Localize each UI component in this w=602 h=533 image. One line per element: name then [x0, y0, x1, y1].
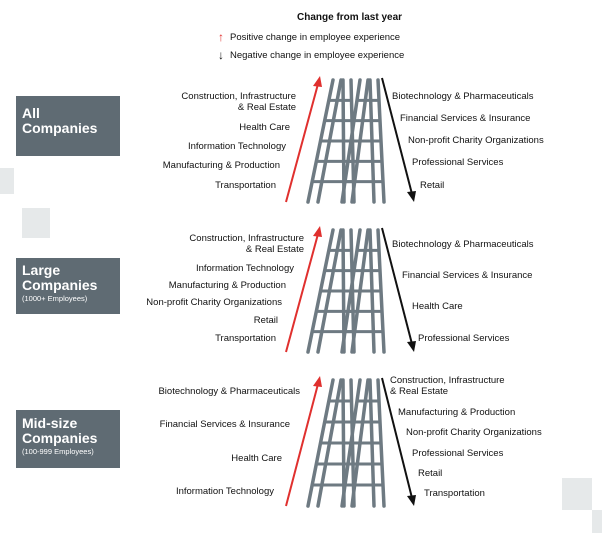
negative-label: Non-profit Charity Organizations: [408, 135, 544, 146]
category-title: All Companies: [22, 105, 98, 136]
negative-label: Manufacturing & Production: [398, 407, 516, 418]
arrow-down-icon: [407, 191, 416, 202]
arrow-up-icon: [313, 76, 322, 87]
positive-label: Financial Services & Insurance: [159, 419, 290, 430]
decor-square: [22, 208, 50, 238]
positive-label: Information Technology: [175, 486, 274, 497]
negative-label: Transportation: [424, 488, 485, 499]
arrow-down-icon: ↓: [218, 48, 224, 62]
positive-label: Transportation: [215, 333, 276, 344]
positive-label: Construction, Infrastructure & Real Esta…: [181, 91, 296, 113]
negative-label: Professional Services: [412, 448, 504, 459]
negative-label: Financial Services & Insurance: [400, 113, 531, 124]
negative-label: Professional Services: [418, 333, 510, 344]
negative-label: Non-profit Charity Organizations: [406, 427, 542, 438]
category-subtitle: (100-999 Employees): [22, 447, 94, 456]
negative-label: Health Care: [412, 301, 463, 312]
decor-square: [0, 168, 14, 194]
category-box-midsize: Mid-size Companies (100-999 Employees): [16, 410, 120, 468]
category-title: Large Companies: [22, 262, 98, 293]
legend-negative-label: Negative change in employee experience: [230, 49, 405, 61]
arrow-up-icon: [313, 226, 322, 237]
negative-label: Professional Services: [412, 157, 504, 168]
positive-label: Health Care: [231, 453, 282, 464]
category-box-large: Large Companies (1000+ Employees): [16, 258, 120, 314]
positive-label: Health Care: [239, 122, 290, 133]
positive-label: Biotechnology & Pharmaceuticals: [158, 386, 300, 397]
arrow-up-icon: ↑: [218, 30, 224, 44]
positive-label: Manufacturing & Production: [162, 160, 280, 171]
legend-positive: ↑ Positive change in employee experience: [212, 30, 400, 44]
negative-label: Construction, Infrastructure & Real Esta…: [390, 375, 505, 397]
category-subtitle: (1000+ Employees): [22, 294, 88, 303]
negative-label: Retail: [420, 180, 445, 191]
negative-arrow-shaft: [381, 377, 413, 499]
decor-square: [562, 478, 592, 510]
arrow-down-icon: [407, 341, 416, 352]
positive-arrow-shaft: [285, 383, 319, 507]
legend-negative: ↓ Negative change in employee experience: [212, 48, 404, 62]
positive-label: Construction, Infrastructure & Real Esta…: [189, 233, 304, 255]
negative-label: Retail: [418, 468, 443, 479]
positive-label: Information Technology: [195, 263, 294, 274]
category-title: Mid-size Companies: [22, 415, 98, 446]
positive-label: Retail: [253, 315, 278, 326]
legend-title: Change from last year: [297, 12, 403, 23]
positive-arrow-shaft: [285, 233, 319, 353]
positive-label: Transportation: [215, 180, 276, 191]
arrow-up-icon: [313, 376, 322, 387]
category-box-all: All Companies: [16, 96, 120, 156]
legend-positive-label: Positive change in employee experience: [230, 31, 401, 43]
arrow-down-icon: [407, 495, 416, 506]
negative-label: Biotechnology & Pharmaceuticals: [392, 91, 534, 102]
positive-arrow-shaft: [285, 83, 319, 203]
negative-label: Biotechnology & Pharmaceuticals: [392, 239, 534, 250]
positive-label: Information Technology: [187, 141, 286, 152]
decor-square: [592, 510, 602, 533]
positive-label: Manufacturing & Production: [168, 280, 286, 291]
negative-arrow-shaft: [381, 227, 413, 345]
negative-arrow-shaft: [381, 77, 413, 195]
negative-label: Financial Services & Insurance: [402, 270, 533, 281]
positive-label: Non-profit Charity Organizations: [146, 297, 282, 308]
